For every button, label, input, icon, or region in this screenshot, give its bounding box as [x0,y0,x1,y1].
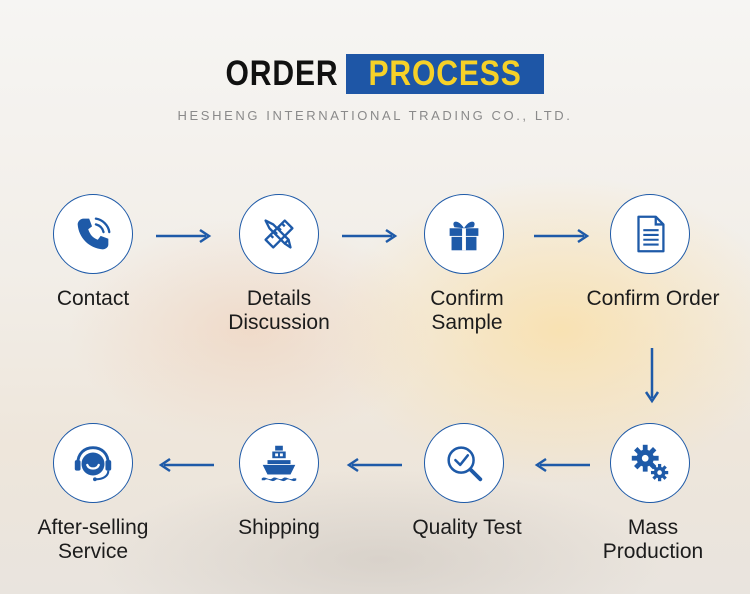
arrow-right-1 [156,228,212,244]
arrow-left-2 [346,457,402,473]
title-order: ORDER [225,54,339,93]
headset-icon [74,446,112,482]
step-contact [53,194,133,274]
gift-icon [449,221,479,251]
gears-icon [631,444,669,482]
company-name: HESHENG INTERNATIONAL TRADING CO., LTD. [177,108,573,123]
label-shipping: Shipping [238,516,320,539]
label-details-discussion: Details Discussion [228,287,330,334]
arrow-down [644,348,660,404]
label-contact: Contact [56,287,130,310]
label-mass-production: Mass Production [602,516,704,563]
step-shipping [239,423,319,503]
arrow-right-2 [342,228,398,244]
step-details-discussion [239,194,319,274]
arrow-left-1 [534,457,590,473]
label-after-selling-service: After-selling Service [37,516,149,563]
step-quality-test [424,423,504,503]
document-icon [637,215,665,253]
title-process-box: PROCESS [345,54,544,94]
phone-icon [77,217,111,250]
page-title: ORDER PROCESS [206,54,544,94]
magnifier-check-icon [447,446,483,482]
header: ORDER PROCESS HESHENG INTERNATIONAL TRAD… [0,54,750,123]
label-quality-test: Quality Test [412,516,522,539]
label-confirm-order: Confirm Order [586,287,720,310]
step-mass-production [610,423,690,503]
ship-icon [261,445,297,482]
arrow-left-3 [158,457,214,473]
label-confirm-sample: Confirm Sample [430,287,504,334]
step-confirm-sample [424,194,504,274]
arrow-right-3 [534,228,590,244]
title-process: PROCESS [368,54,522,93]
step-after-selling-service [53,423,133,503]
pencil-ruler-icon [264,219,294,249]
step-confirm-order [610,194,690,274]
